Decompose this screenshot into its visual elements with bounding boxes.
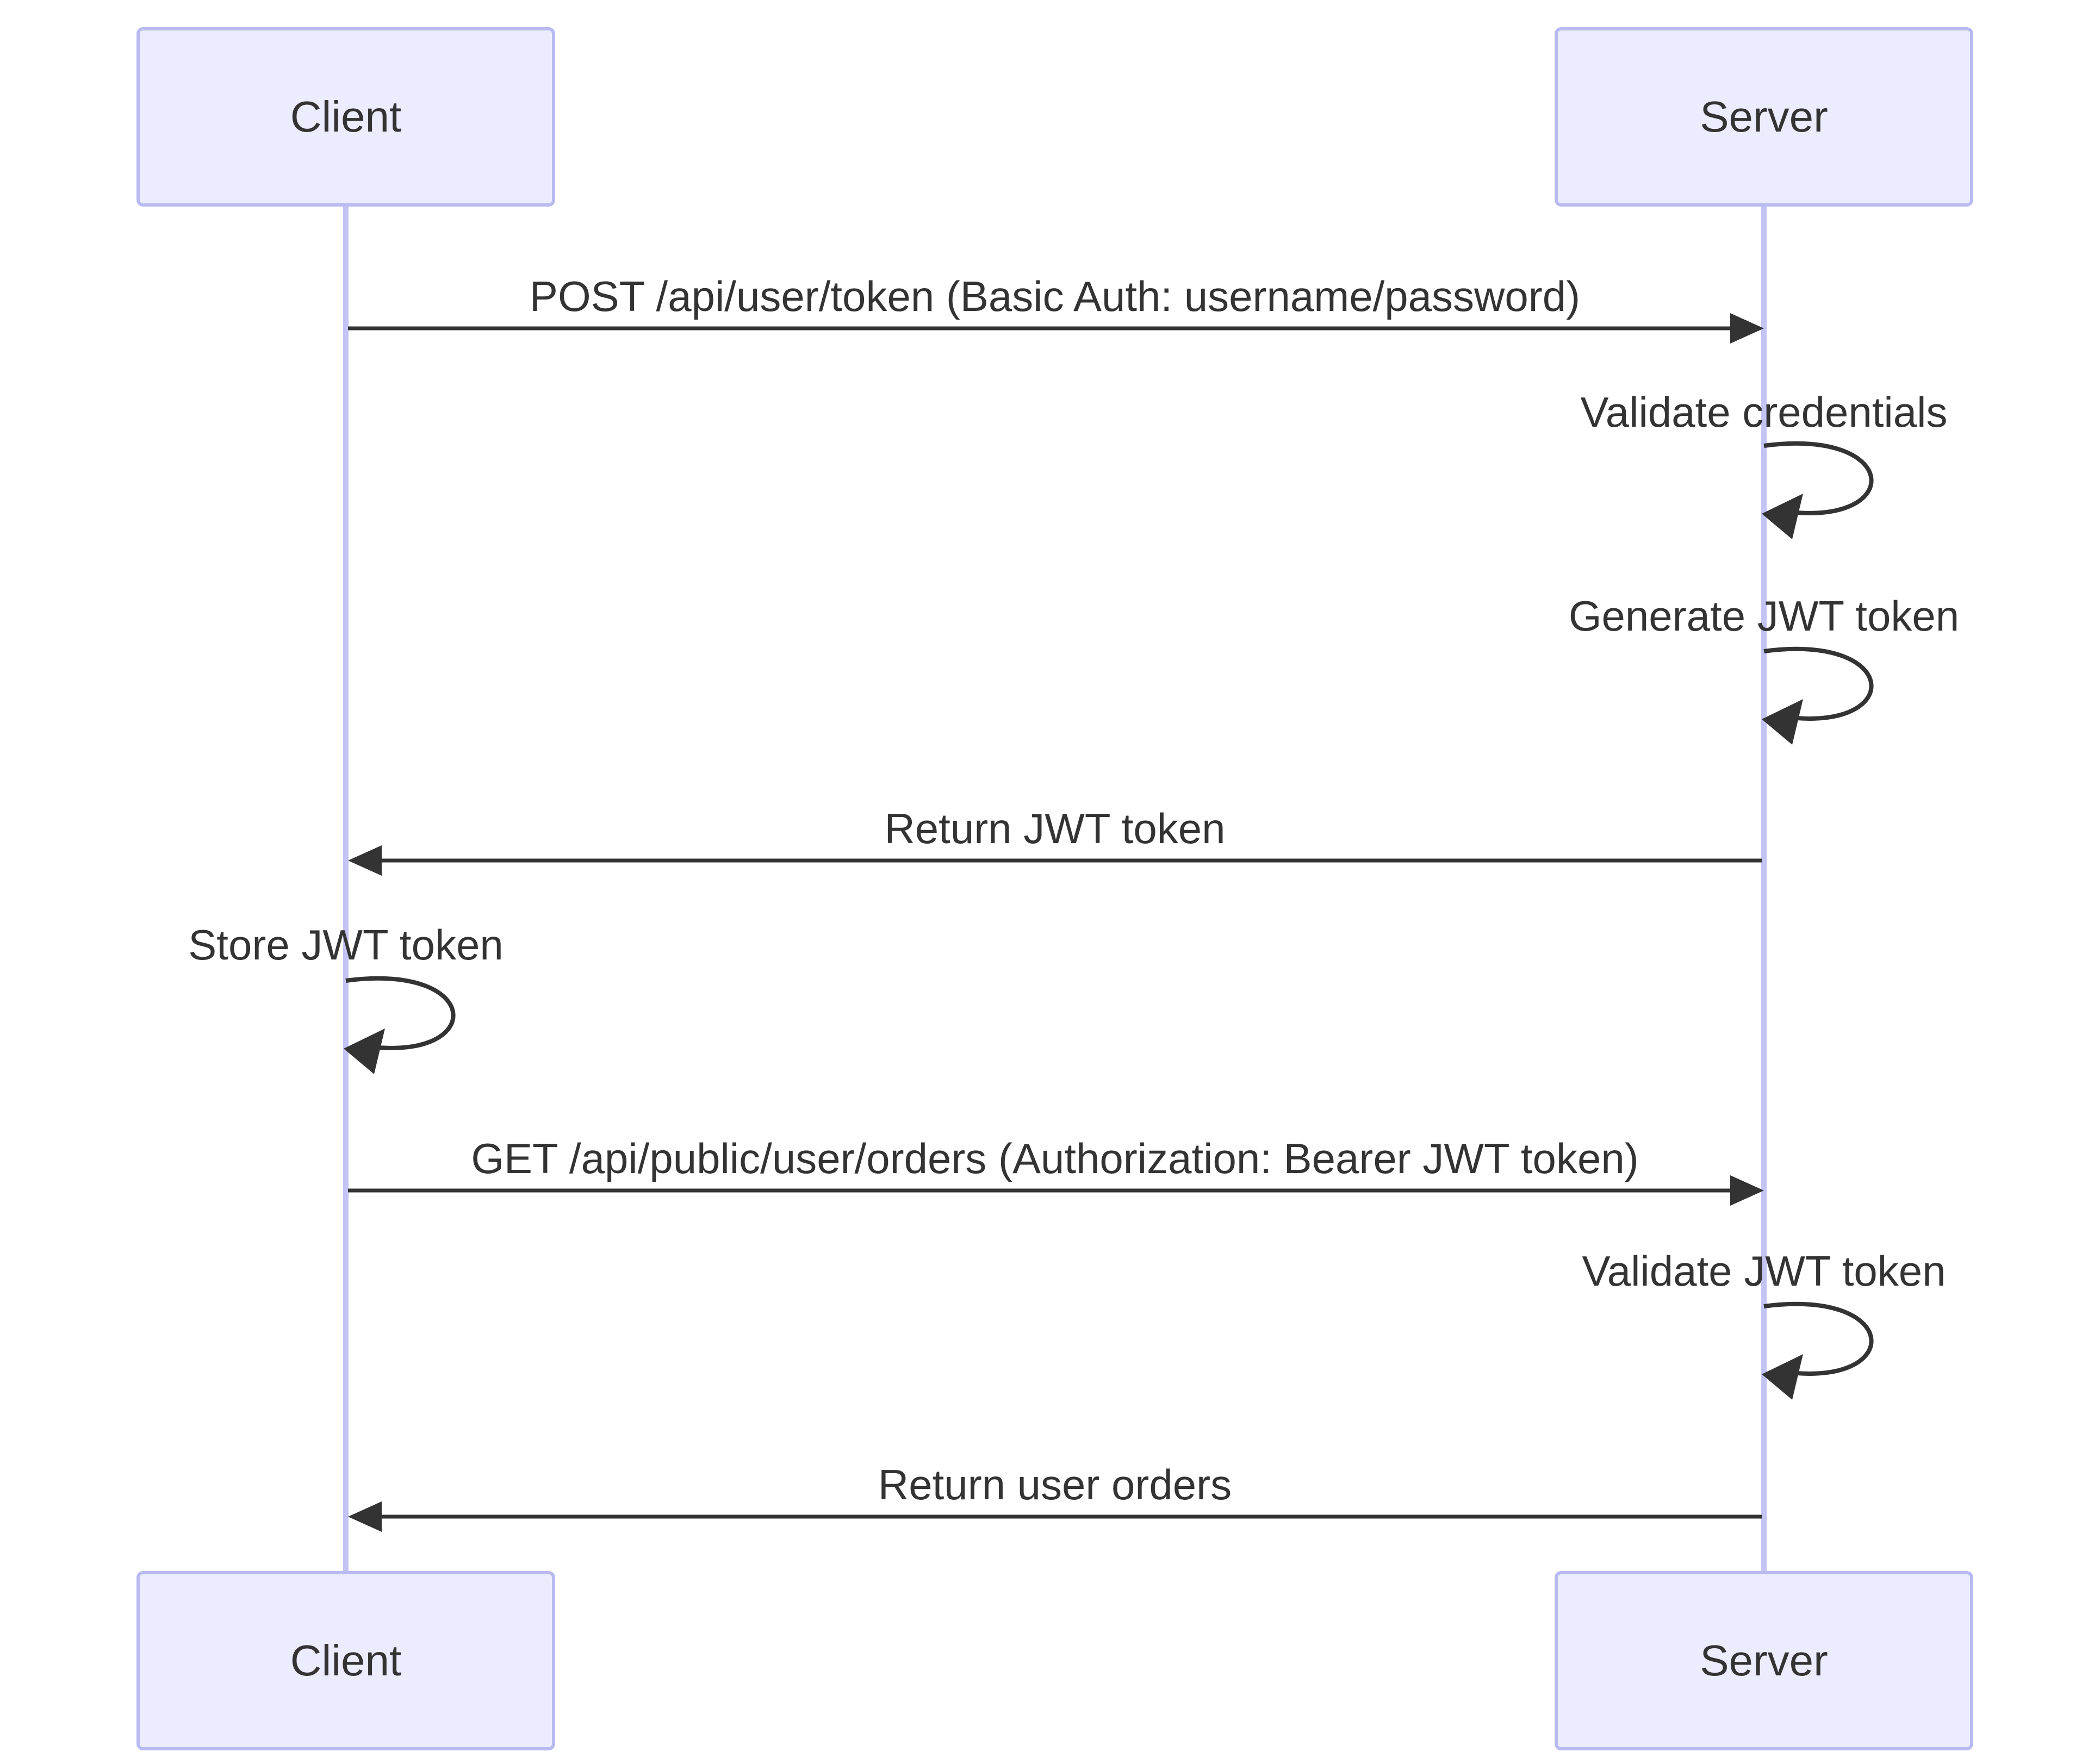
actor-label: Client: [290, 1636, 402, 1685]
message-label-post-token: POST /api/user/token (Basic Auth: userna…: [529, 272, 1581, 320]
loop-curve: [1763, 646, 1874, 721]
message-arrow-get-orders: [348, 1175, 1764, 1206]
arrowhead-right-icon: [1730, 313, 1764, 344]
self-loop-store-jwt: [344, 976, 456, 1074]
loop-curve: [1763, 441, 1874, 515]
message-label-return-orders: Return user orders: [878, 1461, 1232, 1509]
arrowhead-left-icon: [348, 845, 382, 876]
loop-label-generate-jwt: Generate JWT token: [1568, 592, 1960, 640]
message-arrow-return-orders: [348, 1501, 1762, 1532]
arrowhead-left-icon: [1762, 699, 1803, 745]
actor-client-top: Client: [136, 27, 555, 207]
actor-label: Client: [290, 92, 402, 141]
self-loop-validate-credentials: [1762, 441, 1874, 539]
arrowhead-left-icon: [348, 1501, 382, 1532]
loop-curve: [1763, 1301, 1874, 1376]
arrowhead-left-icon: [1762, 494, 1803, 539]
message-label-return-jwt: Return JWT token: [884, 805, 1226, 852]
loop-label-store-jwt: Store JWT token: [188, 921, 504, 969]
message-label-get-orders: GET /api/public/user/orders (Authorizati…: [471, 1135, 1639, 1182]
message-arrow-post-token: [348, 313, 1764, 344]
actor-server-top: Server: [1555, 27, 1973, 207]
loop-label-validate-jwt: Validate JWT token: [1582, 1247, 1946, 1295]
arrowhead-left-icon: [1762, 1354, 1803, 1400]
actor-server-bottom: Server: [1555, 1571, 1973, 1750]
actor-label: Server: [1700, 92, 1828, 141]
loop-label-validate-credentials: Validate credentials: [1580, 388, 1948, 436]
self-loop-validate-jwt: [1762, 1301, 1874, 1400]
loop-curve: [345, 976, 456, 1050]
self-loop-generate-jwt: [1762, 646, 1874, 745]
actor-label: Server: [1700, 1636, 1828, 1685]
message-arrow-return-jwt: [348, 845, 1762, 876]
arrowhead-right-icon: [1730, 1175, 1764, 1206]
arrowhead-left-icon: [344, 1029, 385, 1074]
actor-client-bottom: Client: [136, 1571, 555, 1750]
